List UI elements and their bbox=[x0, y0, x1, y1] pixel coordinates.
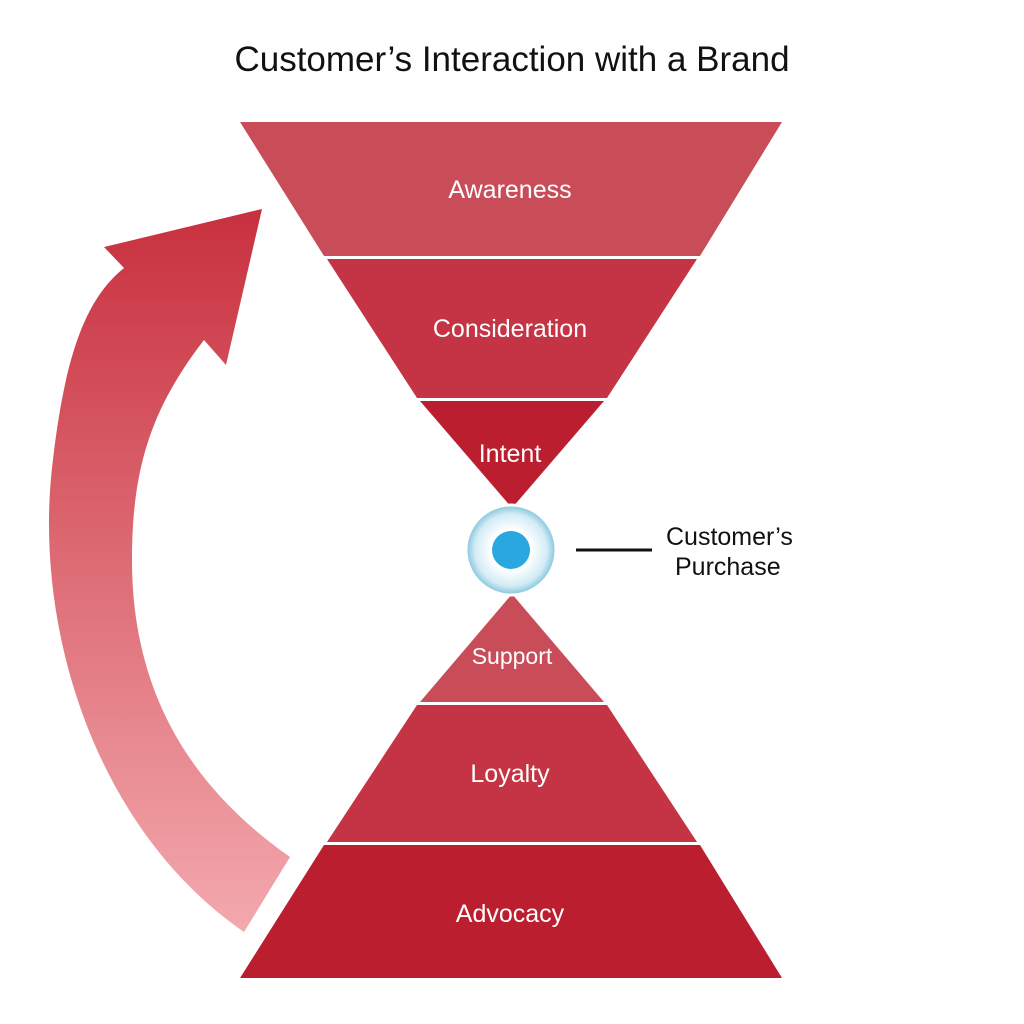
advocacy-label: Advocacy bbox=[456, 900, 565, 928]
funnel-segment-intent bbox=[420, 401, 604, 508]
purchase-callout: Customer’s Purchase bbox=[666, 522, 836, 582]
intent-label: Intent bbox=[479, 440, 542, 468]
diagram-title: Customer’s Interaction with a Brand bbox=[234, 40, 790, 79]
pyramid-segment-support bbox=[420, 594, 604, 702]
funnel-segment-awareness bbox=[240, 122, 782, 256]
purchase-label-line1: Customer’s bbox=[666, 523, 793, 551]
consideration-label: Consideration bbox=[433, 315, 587, 343]
purchase-dot bbox=[492, 531, 530, 569]
loyalty-label: Loyalty bbox=[470, 760, 550, 788]
support-label: Support bbox=[472, 643, 553, 669]
pyramid-segment-advocacy bbox=[240, 845, 782, 978]
purchase-label-line2: Purchase bbox=[675, 553, 781, 581]
cycle-arrow bbox=[48, 209, 290, 932]
funnel-segment-consideration bbox=[327, 259, 697, 398]
awareness-label: Awareness bbox=[448, 176, 571, 204]
pyramid-segment-loyalty bbox=[327, 705, 697, 842]
